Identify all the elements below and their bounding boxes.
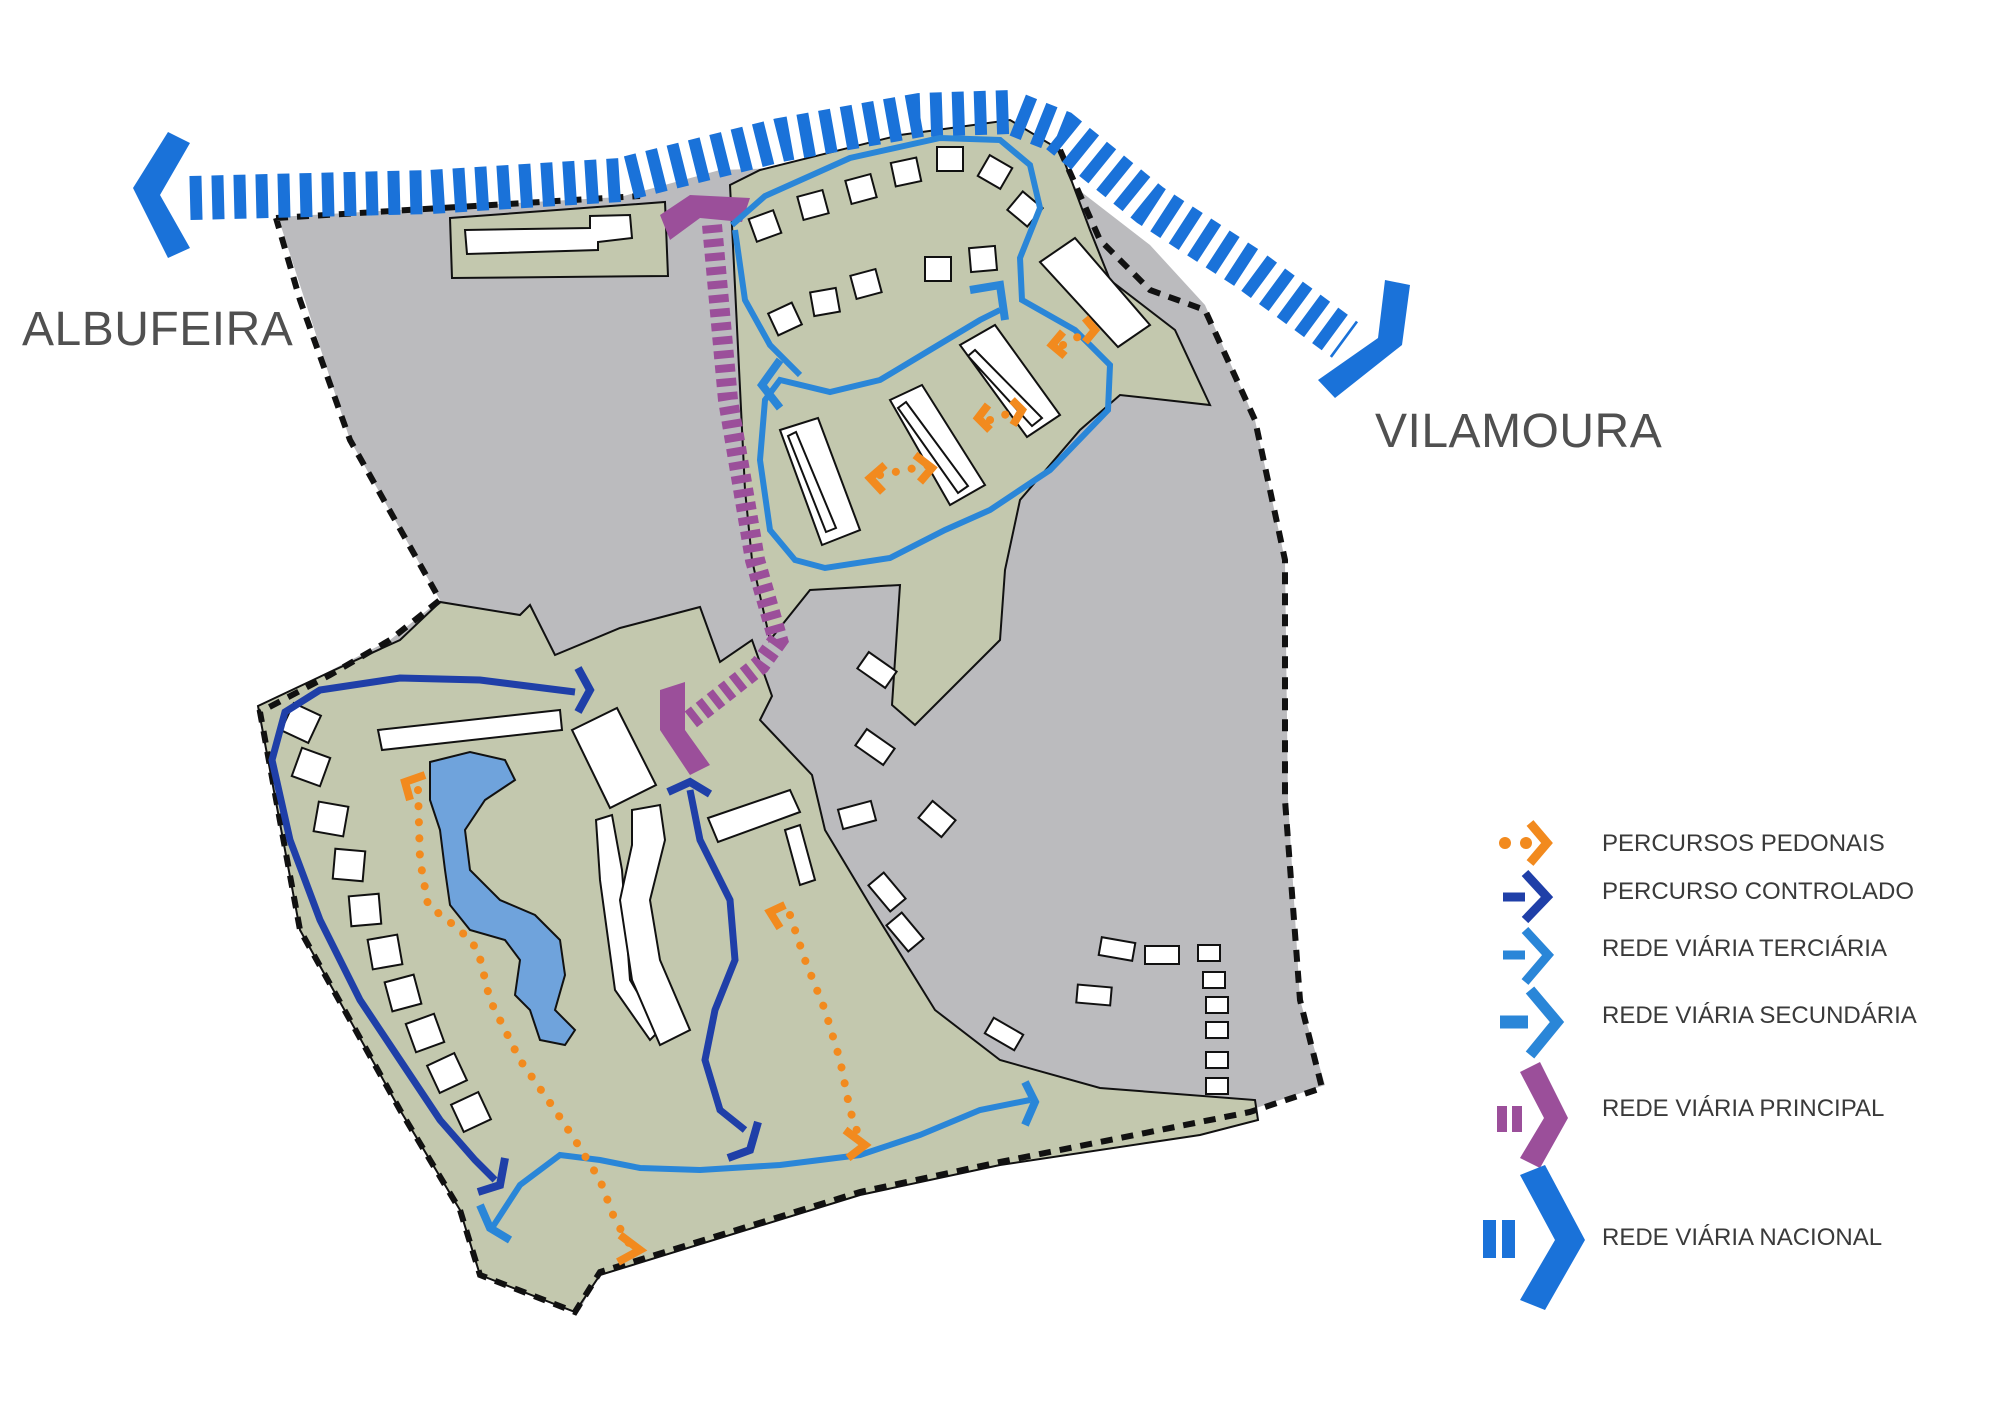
controlled-route-west <box>268 674 576 1183</box>
site-boundary <box>256 148 1326 1316</box>
legend-icon-secondary <box>1500 986 1565 1059</box>
legend-label-controlled: PERCURSO CONTROLADO <box>1602 878 1915 905</box>
legend-icon-tertiary <box>1503 926 1555 985</box>
buildings-u-shapes <box>778 323 1062 547</box>
secondary-road-arrow <box>756 357 784 411</box>
controlled-route-arrow <box>574 666 595 714</box>
pedestrian-paths <box>414 329 1089 1249</box>
tertiary-road-north <box>730 134 1114 572</box>
controlled-route-arrow <box>476 1157 509 1196</box>
legend-label-national: REDE VIÁRIA NACIONAL <box>1602 1224 1883 1251</box>
legend-label-secondary: REDE VIÁRIA SECUNDÁRIA <box>1602 1002 1917 1029</box>
controlled-route-center <box>686 789 748 1133</box>
lake <box>429 750 577 1047</box>
legend-label-pedestrian: PERCURSOS PEDONAIS <box>1602 830 1885 857</box>
building <box>463 213 634 256</box>
buildings-north <box>747 146 1045 337</box>
principal-road-arrow-north <box>660 195 750 240</box>
national-road <box>189 89 1359 358</box>
tertiary-road-arrow <box>1021 1080 1040 1127</box>
building <box>570 706 658 810</box>
building <box>706 788 802 844</box>
principal-road-arrow-south <box>660 682 710 775</box>
building <box>376 708 564 752</box>
buildings-southwest <box>279 701 493 1134</box>
building <box>1038 236 1152 349</box>
tertiary-road-south <box>489 1097 1031 1230</box>
national-road-arrow-east <box>1318 280 1410 398</box>
principal-road <box>683 224 789 728</box>
legend-icon-principal <box>1497 1062 1568 1168</box>
tertiary-road-arrow <box>476 1203 513 1244</box>
building <box>618 803 692 1047</box>
city-label-albufeira: ALBUFEIRA <box>22 303 294 356</box>
national-road-arrow-west <box>133 132 190 258</box>
legend-icon-national <box>1483 1165 1585 1310</box>
city-label-vilamoura: VILAMOURA <box>1375 405 1663 458</box>
legend-icon-controlled <box>1503 869 1554 924</box>
controlled-route-arrow <box>726 1120 762 1162</box>
legend-label-principal: REDE VIÁRIA PRINCIPAL <box>1602 1095 1885 1122</box>
legend-label-tertiary: REDE VIÁRIA TERCIÁRIA <box>1602 935 1887 962</box>
pedestrian-path-arrows <box>400 315 1101 1266</box>
tertiary-road-arrow <box>969 280 1009 321</box>
tertiary-road-inner <box>732 229 803 378</box>
building <box>783 823 817 887</box>
controlled-route-arrow <box>666 777 713 798</box>
buildings-grey-zone <box>836 650 1229 1095</box>
legend-icon-pedestrian <box>1499 820 1553 866</box>
